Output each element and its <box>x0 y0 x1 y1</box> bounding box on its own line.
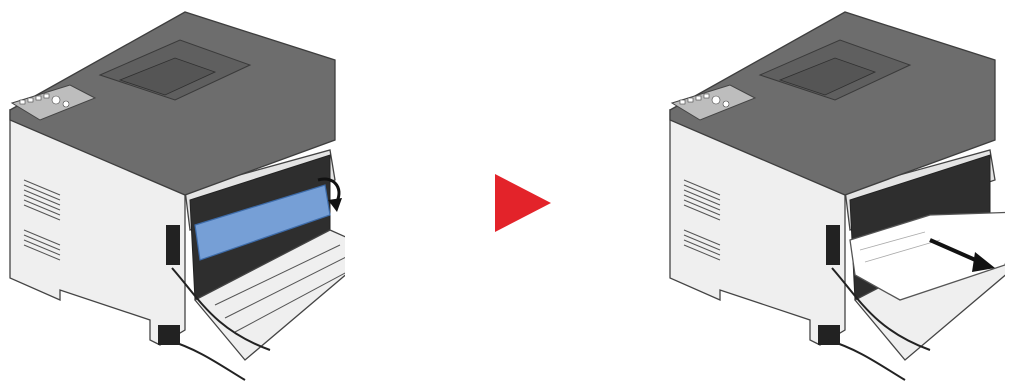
printer-remove-jammed-paper-image <box>660 0 1005 385</box>
step-2-illustration <box>660 0 1005 385</box>
red-triangle-right-icon <box>493 172 553 234</box>
printer-rear-cover-open-image <box>0 0 345 385</box>
step-1-illustration <box>0 0 345 385</box>
interface-ports <box>826 225 840 265</box>
interface-ports <box>166 225 180 265</box>
